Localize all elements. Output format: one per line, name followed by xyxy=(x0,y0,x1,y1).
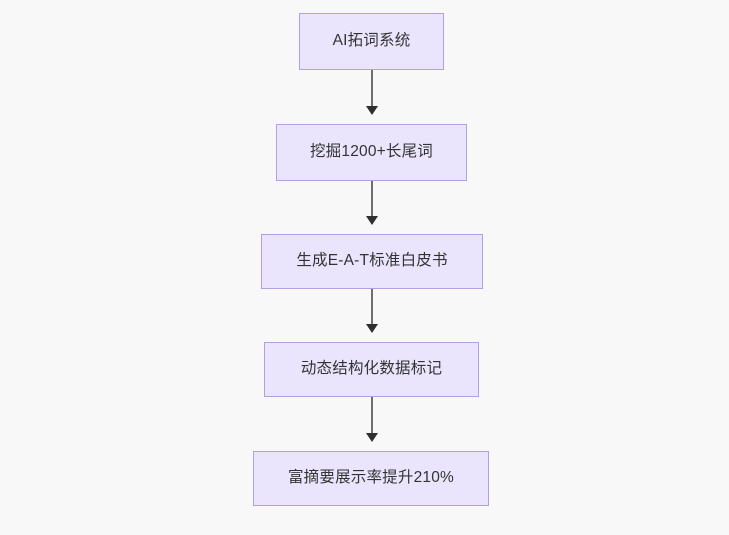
edge-node3-to-node4 xyxy=(366,289,378,333)
edge-line xyxy=(371,181,373,217)
flowchart-node-rich-snippet-result[interactable]: 富摘要展示率提升210% xyxy=(253,451,489,506)
flowchart-node-label: 挖掘1200+长尾词 xyxy=(309,143,434,161)
flowchart-node-label: 动态结构化数据标记 xyxy=(300,360,443,378)
flowchart-node-eat-whitepaper[interactable]: 生成E-A-T标准白皮书 xyxy=(261,234,483,289)
flowchart-node-structured-data-markup[interactable]: 动态结构化数据标记 xyxy=(264,342,479,397)
flowchart-node-label: 生成E-A-T标准白皮书 xyxy=(296,252,448,270)
flowchart-node-ai-keyword-system[interactable]: AI拓词系统 xyxy=(299,13,444,70)
edge-line xyxy=(371,70,373,107)
edge-node1-to-node2 xyxy=(366,70,378,115)
arrowhead-icon xyxy=(366,433,378,442)
edge-line xyxy=(371,397,373,434)
edge-node2-to-node3 xyxy=(366,181,378,225)
flowchart-node-label: AI拓词系统 xyxy=(332,32,411,50)
flowchart-node-longtail-keywords[interactable]: 挖掘1200+长尾词 xyxy=(276,124,467,181)
edge-line xyxy=(371,289,373,325)
arrowhead-icon xyxy=(366,106,378,115)
arrowhead-icon xyxy=(366,324,378,333)
edge-node4-to-node5 xyxy=(366,397,378,442)
flowchart-node-label: 富摘要展示率提升210% xyxy=(287,469,455,487)
arrowhead-icon xyxy=(366,216,378,225)
